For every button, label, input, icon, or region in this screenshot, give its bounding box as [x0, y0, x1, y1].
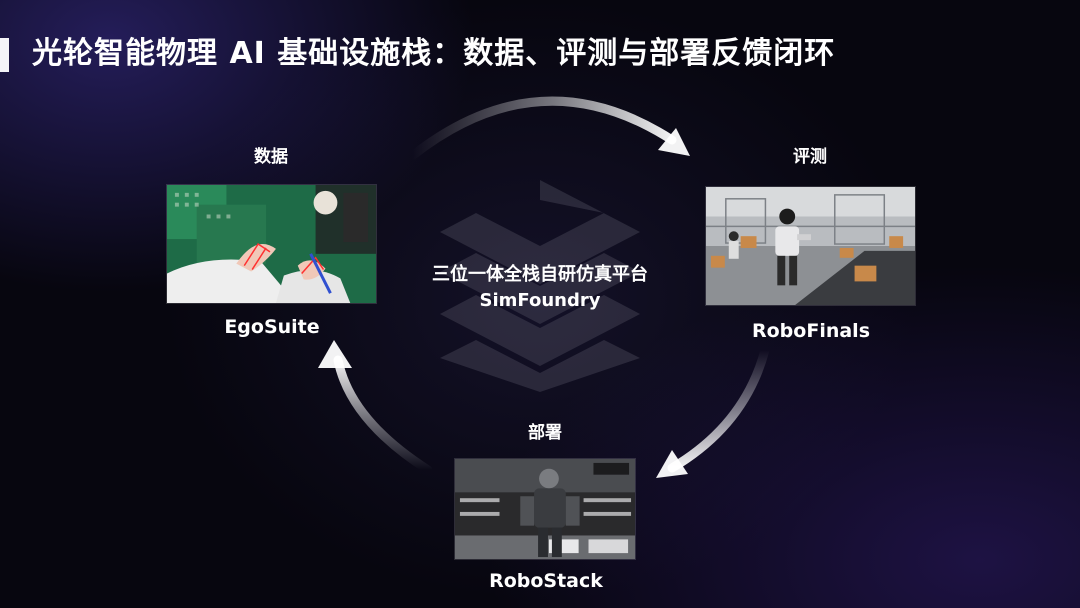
stacked-diamond-layers-icon [440, 180, 640, 392]
title-accent-bar [0, 38, 9, 72]
node-label-deploy: 部署 [528, 423, 562, 443]
node-label-data: 数据 [254, 147, 288, 167]
robostack-image [454, 458, 636, 560]
arrow-deploy-to-data [333, 355, 433, 475]
page-title: 光轮智能物理 AI 基础设施栈：数据、评测与部署反馈闭环 [32, 36, 836, 71]
center-subtitle: 三位一体全栈自研仿真平台 [432, 264, 648, 285]
arrow-head-data [318, 340, 352, 368]
product-label-robofinals: RoboFinals [752, 320, 870, 342]
robofinals-image [705, 186, 916, 306]
arrow-data-to-eval [407, 96, 677, 161]
arrow-eval-to-deploy [667, 345, 770, 473]
product-label-robostack: RoboStack [489, 570, 603, 592]
product-label-egosuite: EgoSuite [224, 316, 320, 338]
center-platform-name: SimFoundry [479, 290, 601, 311]
arrow-head-eval [658, 128, 690, 156]
egosuite-image [166, 184, 377, 304]
arrow-head-deploy [656, 450, 688, 478]
node-label-eval: 评测 [793, 147, 827, 167]
center-caption: 三位一体全栈自研仿真平台 SimFoundry [410, 262, 670, 314]
